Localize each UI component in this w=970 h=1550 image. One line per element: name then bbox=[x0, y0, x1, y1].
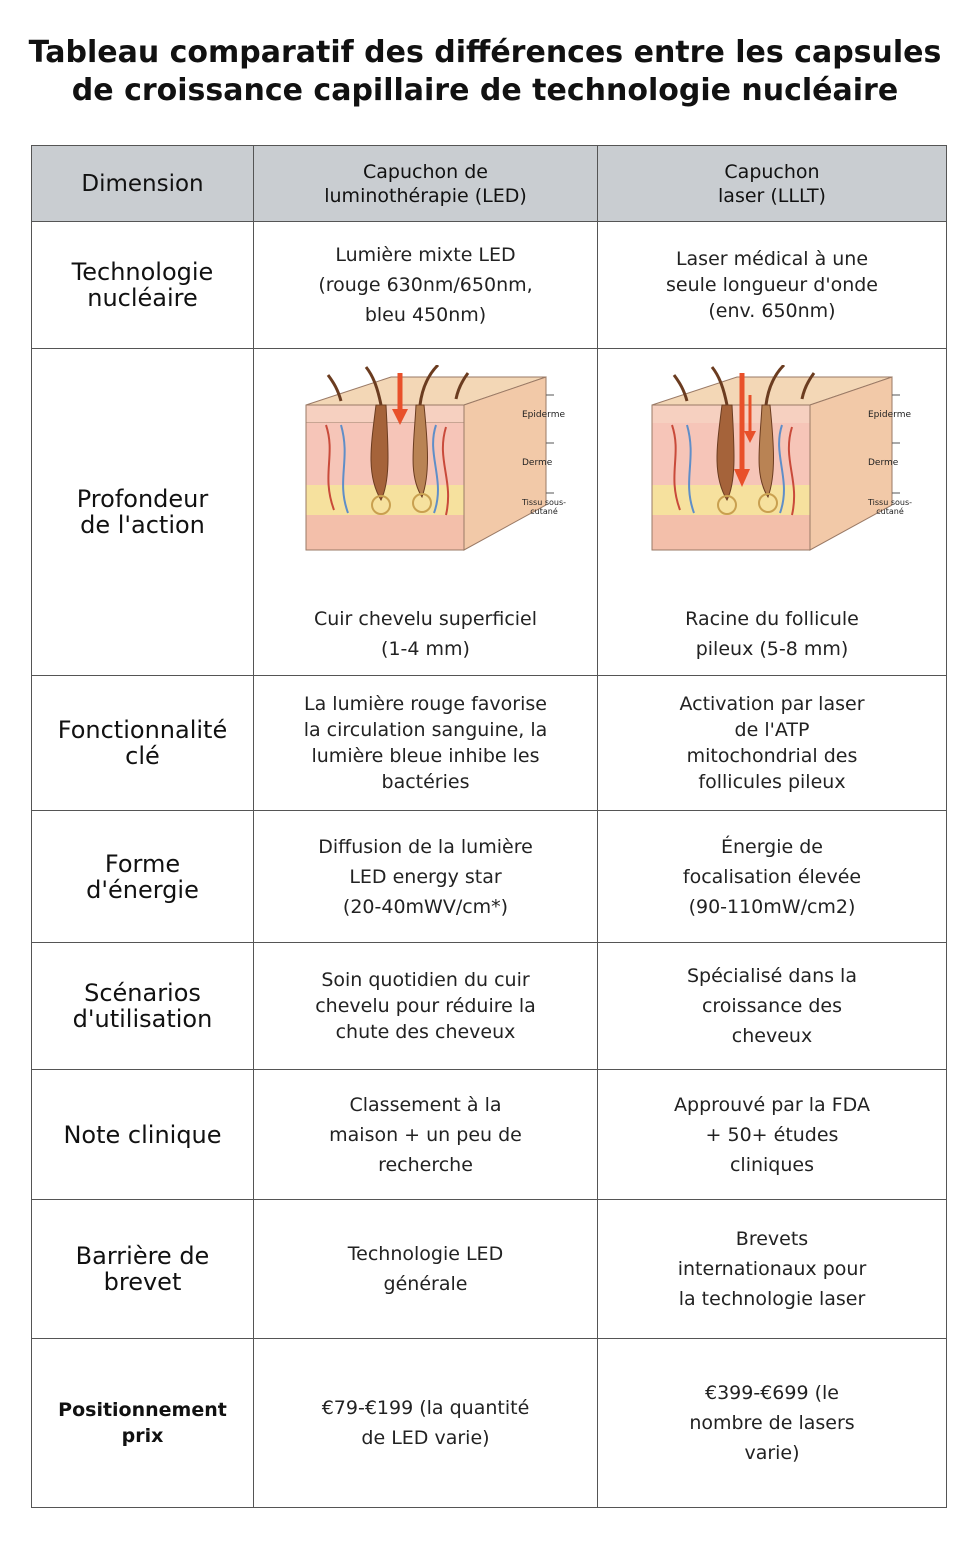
table-row: Scénarios d'utilisation Soin quotidien d… bbox=[31, 942, 947, 1070]
table-header-row: Dimension Capuchon de luminothérapie (LE… bbox=[31, 145, 947, 222]
row-laser-value: Brevets internationaux pour la technolog… bbox=[597, 1199, 947, 1339]
row-led-value: Epiderme Derme Tissu sous- cutané Cuir c… bbox=[253, 348, 598, 676]
skin-diagram-laser bbox=[651, 363, 900, 551]
diagram-label-epiderme: Epiderme bbox=[522, 410, 565, 420]
diagram-label-tissu: Tissu sous- cutané bbox=[868, 498, 912, 516]
row-label: Fonctionnalité clé bbox=[31, 675, 254, 811]
row-laser-value: Spécialisé dans la croissance des cheveu… bbox=[597, 942, 947, 1070]
skin-diagram-led bbox=[305, 363, 554, 551]
row-label: Forme d'énergie bbox=[31, 810, 254, 943]
row-label: Scénarios d'utilisation bbox=[31, 942, 254, 1070]
table-row: Barrière de brevet Technologie LED génér… bbox=[31, 1199, 947, 1339]
table-row: Fonctionnalité clé La lumière rouge favo… bbox=[31, 675, 947, 811]
row-laser-value: Laser médical à une seule longueur d'ond… bbox=[597, 221, 947, 349]
row-laser-value-text: Racine du follicule pileux (5-8 mm) bbox=[685, 608, 859, 660]
row-led-value: La lumière rouge favorise la circulation… bbox=[253, 675, 598, 811]
header-laser: Capuchon laser (LLLT) bbox=[597, 145, 947, 222]
row-led-value: Technologie LED générale bbox=[253, 1199, 598, 1339]
row-laser-value: Epiderme Derme Tissu sous- cutané Racine… bbox=[597, 348, 947, 676]
row-label: Note clinique bbox=[31, 1069, 254, 1200]
page-title: Tableau comparatif des différences entre… bbox=[0, 34, 970, 110]
row-led-value: Classement à la maison + un peu de reche… bbox=[253, 1069, 598, 1200]
table-row: Profondeur de l'action bbox=[31, 348, 947, 676]
row-label: Barrière de brevet bbox=[31, 1199, 254, 1339]
row-led-value: Diffusion de la lumière LED energy star … bbox=[253, 810, 598, 943]
table-row: Note clinique Classement à la maison + u… bbox=[31, 1069, 947, 1200]
page-title-line-1: Tableau comparatif des différences entre… bbox=[28, 35, 942, 70]
header-laser-text: Capuchon laser (LLLT) bbox=[718, 160, 826, 207]
header-led-text: Capuchon de luminothérapie (LED) bbox=[324, 160, 527, 207]
row-laser-value: Énergie de focalisation élevée (90-110mW… bbox=[597, 810, 947, 943]
row-label: Technologie nucléaire bbox=[31, 221, 254, 349]
header-dimension: Dimension bbox=[31, 145, 254, 222]
table-row: Technologie nucléaire Lumière mixte LED … bbox=[31, 221, 947, 349]
row-laser-value: €399-€699 (le nombre de lasers varie) bbox=[597, 1338, 947, 1508]
diagram-label-tissu: Tissu sous- cutané bbox=[522, 498, 566, 516]
header-led: Capuchon de luminothérapie (LED) bbox=[253, 145, 598, 222]
page-title-line-2: de croissance capillaire de technologie … bbox=[71, 73, 899, 108]
table-row: Forme d'énergie Diffusion de la lumière … bbox=[31, 810, 947, 943]
diagram-label-derme: Derme bbox=[522, 458, 553, 468]
row-laser-value: Activation par laser de l'ATP mitochondr… bbox=[597, 675, 947, 811]
row-led-value: Soin quotidien du cuir chevelu pour rédu… bbox=[253, 942, 598, 1070]
row-led-value: Lumière mixte LED (rouge 630nm/650nm, bl… bbox=[253, 221, 598, 349]
row-led-value-text: Cuir chevelu superficiel (1-4 mm) bbox=[313, 608, 538, 660]
row-label: Positionnement prix bbox=[31, 1338, 254, 1508]
table-row: Positionnement prix €79-€199 (la quantit… bbox=[31, 1338, 947, 1508]
diagram-label-epiderme: Epiderme bbox=[868, 410, 911, 420]
row-led-value: €79-€199 (la quantité de LED varie) bbox=[253, 1338, 598, 1508]
row-laser-value: Approuvé par la FDA + 50+ études cliniqu… bbox=[597, 1069, 947, 1200]
diagram-label-derme: Derme bbox=[868, 458, 899, 468]
comparison-table: Dimension Capuchon de luminothérapie (LE… bbox=[31, 145, 947, 1508]
row-label: Profondeur de l'action bbox=[31, 348, 254, 676]
